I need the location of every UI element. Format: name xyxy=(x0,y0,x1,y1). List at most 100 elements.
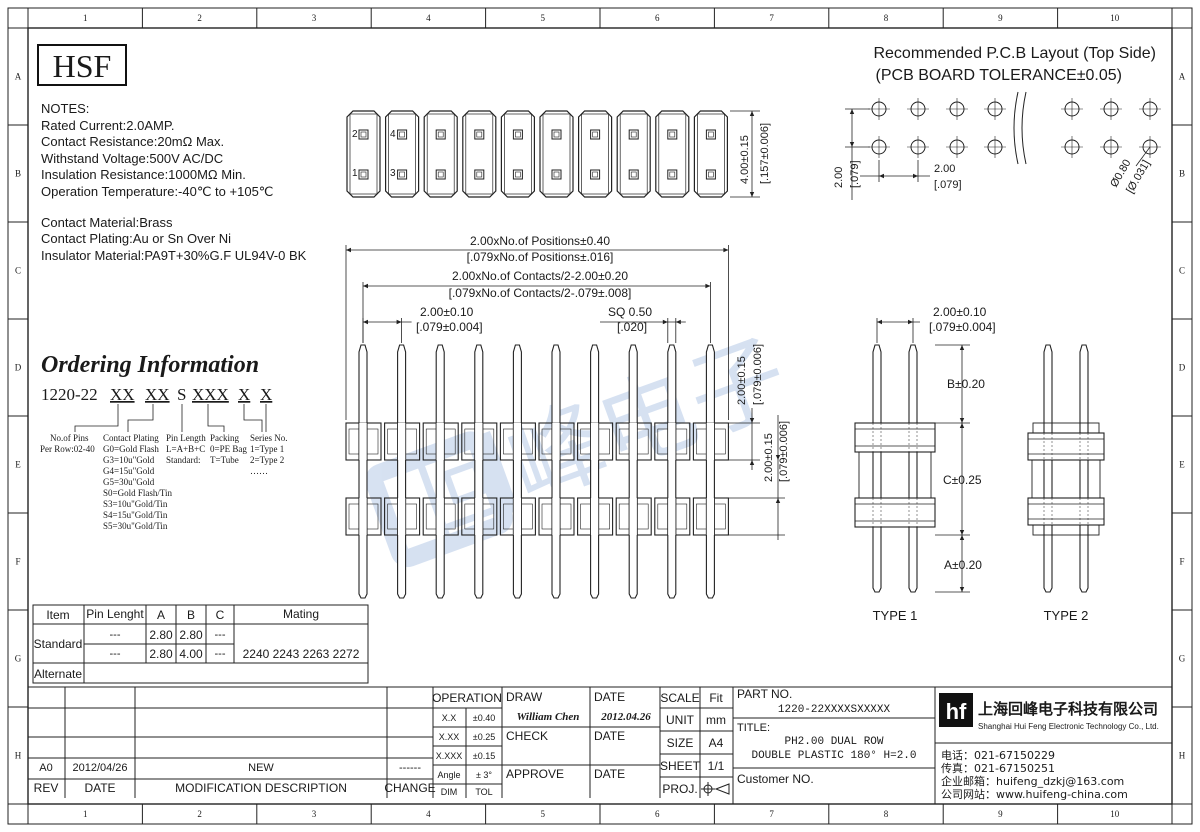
dim-arrow xyxy=(849,142,855,147)
legend-series: 1=Type 1 xyxy=(250,444,284,454)
rev-date: 2012/04/26 xyxy=(72,762,127,774)
dim-arrow xyxy=(959,423,965,428)
grid-column-label: 1 xyxy=(83,809,88,819)
legend-plating: G3=10u"Gold xyxy=(103,455,155,465)
pin xyxy=(590,344,600,599)
grid-column-label: 9 xyxy=(998,809,1003,819)
dim-positions-in: [.079xNo.of Positions±.016] xyxy=(467,250,614,264)
side-pin xyxy=(908,344,918,593)
side-body-cap xyxy=(1032,524,1100,536)
material-line: Contact Plating:Au or Sn Over Ni xyxy=(41,231,231,246)
dim-top: 2.00±0.15 xyxy=(736,356,748,405)
pcb-pitch-v: 2.00 xyxy=(833,167,845,188)
insulator-cell-inner xyxy=(388,113,416,195)
legend-packing: Packing xyxy=(210,433,239,443)
dim-top-in: [.079±0.006] xyxy=(752,344,764,405)
top-height-label-in: [.157±0.006] xyxy=(759,123,771,184)
ordering-code-part: XXX xyxy=(192,385,229,404)
side-body-link xyxy=(858,451,932,499)
dim-contacts: 2.00xNo.of Contacts/2-2.00±0.20 xyxy=(452,269,628,283)
insulator-cell xyxy=(616,110,651,198)
rev-header: DATE xyxy=(84,781,115,795)
front-view xyxy=(345,245,785,599)
pin-square-inner xyxy=(515,131,521,138)
scale-value: Fit xyxy=(709,691,723,705)
grid-row-label: H xyxy=(15,751,22,761)
legend-series: …… xyxy=(250,466,268,476)
grid-column-label: 1 xyxy=(83,13,88,23)
rev-value: A0 xyxy=(39,762,52,774)
ordering-leaders xyxy=(74,404,267,432)
pin-mask xyxy=(513,423,522,460)
side-pitch: 2.00±0.10 xyxy=(933,305,987,319)
dim-arrow xyxy=(959,418,965,423)
grid-column-label: 9 xyxy=(998,13,1003,23)
grid-row-label: F xyxy=(15,557,20,567)
dim-sq-in: [.020] xyxy=(617,320,647,334)
spec-cell: 4.00 xyxy=(179,647,203,661)
tol-label: Angle xyxy=(437,770,460,780)
rev-header: CHANGE xyxy=(384,781,435,795)
pin-square xyxy=(551,169,562,180)
pin-square xyxy=(474,129,485,140)
watermark-text: 回峰电子 xyxy=(403,318,802,555)
pin-mask xyxy=(474,498,483,535)
side-pin-hidden xyxy=(1043,497,1053,526)
side-pitch-in: [.079±0.004] xyxy=(929,320,996,334)
spec-cell: --- xyxy=(215,629,226,641)
dim-arrow xyxy=(913,173,918,179)
legend-plating: G4=15u"Gold xyxy=(103,466,155,476)
legend-packing: T=Tube xyxy=(210,455,239,465)
pin-square-inner xyxy=(515,171,521,178)
side-pin-hidden xyxy=(908,497,918,528)
legend-plating: G0=Gold Flash xyxy=(103,444,159,454)
ordering-code-part: XX xyxy=(145,385,170,404)
title-label: TITLE: xyxy=(737,722,770,734)
pin xyxy=(512,344,522,599)
ordering-title: Ordering Information xyxy=(41,352,259,378)
side-pin xyxy=(1043,344,1053,593)
pin-square xyxy=(474,169,485,180)
pin-mask xyxy=(552,498,560,535)
pin-square-inner xyxy=(669,171,676,178)
pin-square xyxy=(628,169,639,180)
grid-column-label: 2 xyxy=(197,13,202,23)
dim-arrow xyxy=(775,498,781,503)
side-body xyxy=(1027,432,1105,461)
grid-row-label: F xyxy=(1179,557,1184,567)
legend-packing: 0=PE Bag xyxy=(210,444,247,454)
legend-length: L=A+B+C xyxy=(166,444,205,454)
dim-mid-in: [.079±0.006] xyxy=(778,421,790,482)
ordering-code-part: S xyxy=(177,385,186,404)
spec-cell: Standard xyxy=(34,637,83,651)
company-email: 企业邮箱：huifeng_dzkj@163.com xyxy=(941,774,1124,788)
tol-label: X.XX xyxy=(439,732,460,742)
grid-row-label: B xyxy=(1179,169,1185,179)
pin-square xyxy=(590,129,601,140)
pcb-pitch-h: 2.00 xyxy=(934,163,955,175)
approve-label: APPROVE xyxy=(506,767,564,781)
pin-square-inner xyxy=(360,131,367,138)
dim-arrow xyxy=(346,247,351,253)
dim-arrow xyxy=(662,319,668,325)
pcb-pitch-h-in: [.079] xyxy=(934,179,962,191)
sheet-label: SHEET xyxy=(660,759,701,773)
pin-square-inner xyxy=(592,131,598,138)
spec-header: Mating xyxy=(283,607,319,621)
pin-mask xyxy=(667,423,676,460)
pin-number-label: 3 xyxy=(390,168,396,179)
pin-square xyxy=(397,129,408,140)
pin xyxy=(628,344,638,599)
pin-square-inner xyxy=(399,171,405,178)
grid-row-label: G xyxy=(15,654,22,664)
dim-mid: 2.00±0.15 xyxy=(763,433,775,482)
svg-text:hf: hf xyxy=(946,699,967,724)
dim-pitch-in: [.079±0.004] xyxy=(416,320,483,334)
side-body xyxy=(854,422,936,453)
legend-plating: S3=10u"Gold/Tin xyxy=(103,499,168,509)
spec-header: Pin Lenght xyxy=(86,607,144,621)
pin-square xyxy=(397,169,408,180)
pin-square xyxy=(435,129,446,140)
side-body-cap xyxy=(1032,422,1100,434)
side-pin-hidden xyxy=(908,422,918,453)
